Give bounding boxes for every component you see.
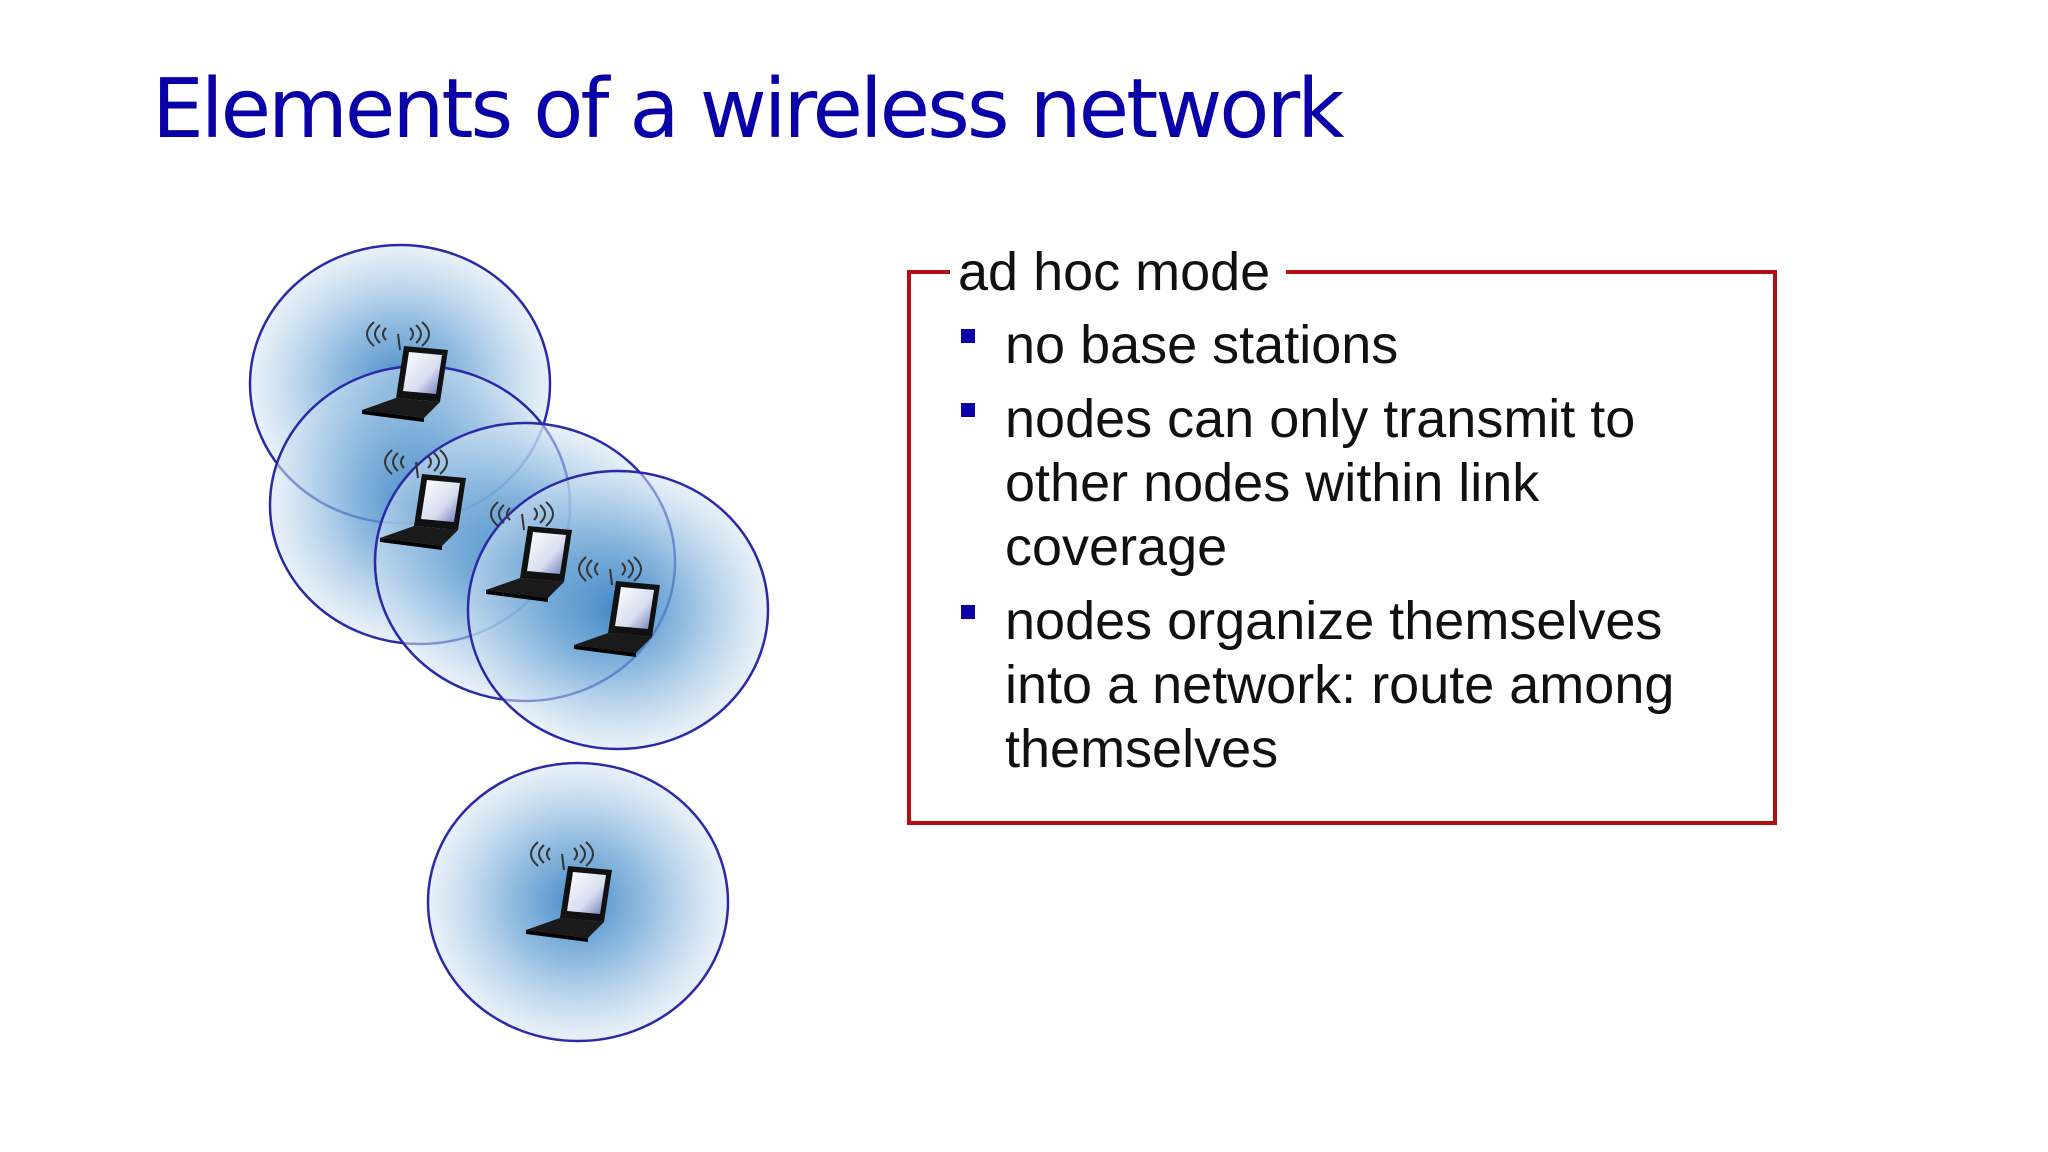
bullet-marker-icon (961, 329, 975, 343)
slide-title: Elements of a wireless network (152, 62, 1345, 157)
list-item: nodes organize themselves into a network… (955, 589, 1755, 781)
list-item: no base stations (955, 313, 1755, 377)
list-item: nodes can only transmit to other nodes w… (955, 387, 1755, 579)
bullet-text: nodes organize themselves into a network… (1005, 591, 1675, 779)
box-heading: ad hoc mode (950, 237, 1287, 307)
bullet-text: no base stations (1005, 315, 1399, 375)
bullet-marker-icon (961, 605, 975, 619)
bullet-list: no base stations nodes can only transmit… (955, 313, 1755, 791)
bullet-text: nodes can only transmit to other nodes w… (1005, 389, 1636, 577)
ad-hoc-mode-box (907, 270, 1777, 825)
bullet-marker-icon (961, 403, 975, 417)
